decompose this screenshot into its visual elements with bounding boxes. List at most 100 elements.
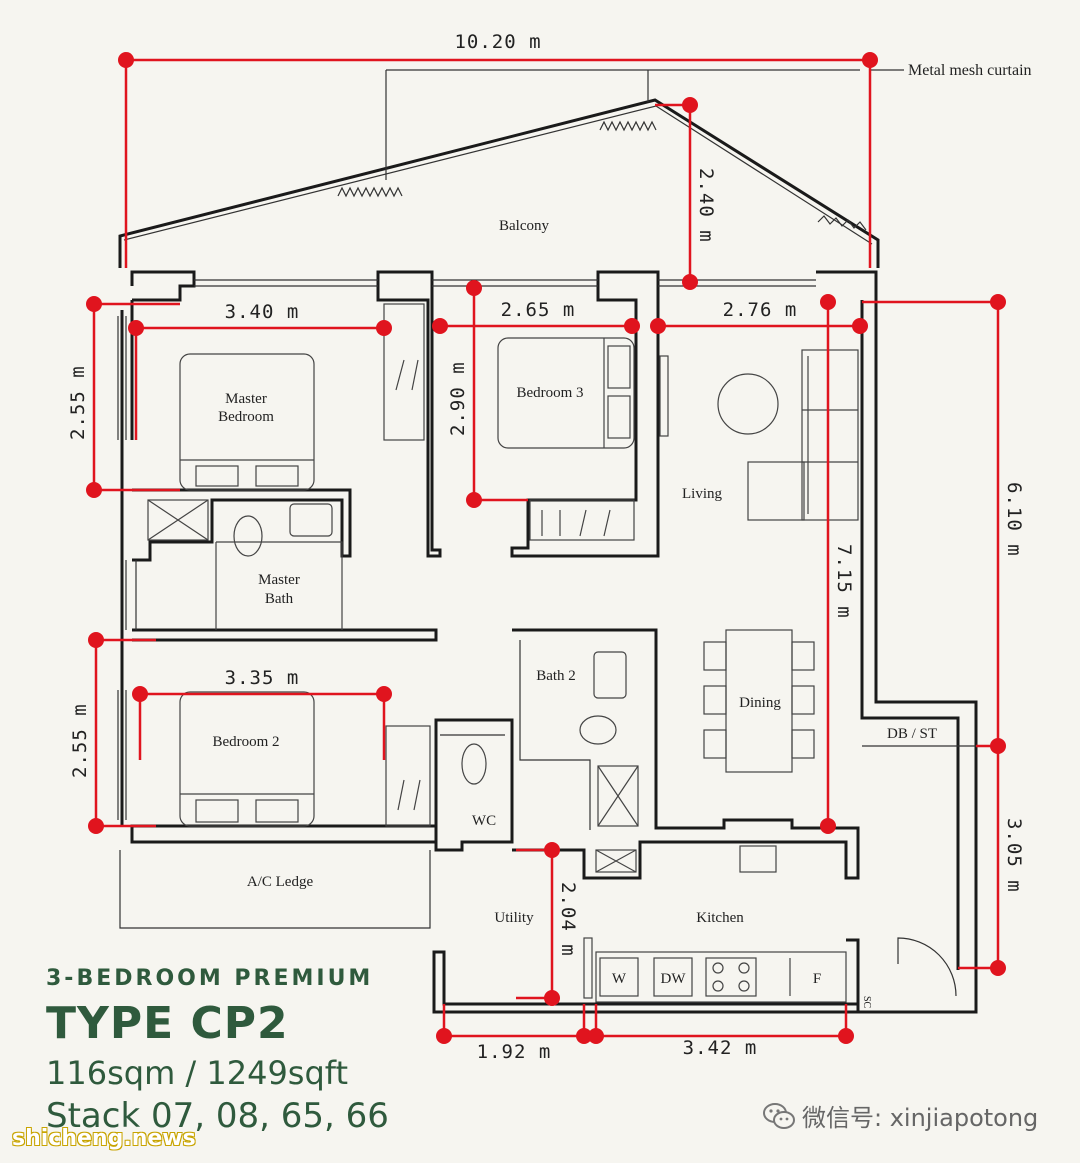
dimension-dot (432, 318, 448, 334)
sc-label: SC (861, 996, 872, 1009)
bedroom3-wardrobe (529, 499, 635, 541)
master-wardrobe (383, 303, 425, 441)
tv-console (659, 355, 669, 437)
wechat-label: 微信号: xinjiapotong (802, 1104, 1039, 1132)
master-bed (179, 353, 315, 491)
dimension-dot (990, 294, 1006, 310)
bedroom2-bed (179, 691, 315, 827)
dishwasher-label: DW (661, 971, 687, 987)
dimension-dot (852, 318, 868, 334)
dining-label: Dining (739, 695, 781, 711)
master-bath-label-line2: Bath (265, 591, 294, 607)
armchair (747, 461, 805, 521)
dimension-dot (576, 1028, 592, 1044)
coffee-table (717, 373, 779, 435)
unit-type-title: TYPE CP2 (46, 998, 289, 1049)
dimension-dots (86, 52, 1006, 1044)
dimension-dot (862, 52, 878, 68)
dimension-dot (544, 990, 560, 1006)
dim-living-depth: 7.15 m (833, 544, 855, 619)
wc-label: WC (472, 813, 496, 829)
toilet-icon (579, 715, 617, 745)
shower-tray (597, 765, 639, 827)
fridge-label: F (813, 971, 821, 987)
washer-label: W (612, 971, 627, 987)
dimension-dot (86, 482, 102, 498)
site-watermark: shicheng.news (12, 1126, 196, 1151)
basin-icon (289, 503, 333, 537)
dimension-dot (650, 318, 666, 334)
master-bedroom-label-line1: Master (225, 391, 267, 407)
unit-stacks: Stack 07, 08, 65, 66 (46, 1096, 389, 1136)
bedroom3-label: Bedroom 3 (516, 385, 583, 401)
dimension-dot (990, 960, 1006, 976)
dimension-dot (466, 280, 482, 296)
dim-bed3-depth: 2.90 m (447, 361, 469, 436)
unit-area: 116sqm / 1249sqft (46, 1054, 349, 1092)
dimension-labels: 10.20 m 2.40 m 3.40 m 2.65 m 2.76 m 2.55… (67, 31, 1025, 1063)
kitchen-sink (739, 845, 777, 873)
room-labels: Balcony Master Bedroom Bedroom 3 Living … (212, 62, 1031, 1009)
wechat-icon (763, 1102, 795, 1129)
dimension-dot (682, 97, 698, 113)
kitchen-label: Kitchen (696, 910, 744, 926)
dimension-dot (376, 320, 392, 336)
dimension-dot (436, 1028, 452, 1044)
dim-right-upper: 6.10 m (1003, 482, 1025, 557)
metal-mesh-label: Metal mesh curtain (908, 62, 1032, 79)
dimension-dot (88, 818, 104, 834)
furniture (147, 303, 859, 1003)
basin-icon (593, 651, 627, 699)
dimension-dot (838, 1028, 854, 1044)
dimension-dot (88, 632, 104, 648)
dimension-dot (132, 686, 148, 702)
dim-bed2-depth: 2.55 m (69, 703, 91, 778)
master-bath-label-line1: Master (258, 572, 300, 588)
walls (117, 69, 978, 1014)
dimension-dot (820, 818, 836, 834)
bedroom3-pillow (607, 345, 631, 389)
dim-kitchen-width: 3.42 m (683, 1037, 758, 1059)
dimension-dot (820, 294, 836, 310)
dim-right-lower: 3.05 m (1003, 818, 1025, 893)
toilet-icon (461, 743, 487, 785)
dim-master-width: 3.40 m (225, 301, 300, 323)
bedroom3-pillow (607, 395, 631, 439)
dim-master-depth: 2.55 m (67, 365, 89, 440)
dim-living-width: 2.76 m (723, 299, 798, 321)
kitchen-counter (595, 951, 847, 1003)
bedroom2-wardrobe (385, 725, 431, 827)
bedroom3-bed (497, 337, 635, 449)
balcony-label: Balcony (499, 218, 549, 234)
dimension-dot (588, 1028, 604, 1044)
ac-ledge-label: A/C Ledge (247, 874, 314, 890)
dim-bed2-width: 3.35 m (225, 667, 300, 689)
wechat-account: 微信号: xinjiapotong (762, 1098, 1038, 1133)
dim-bed3-width: 2.65 m (501, 299, 576, 321)
dimension-dot (682, 274, 698, 290)
dim-utility-depth: 2.04 m (557, 882, 579, 957)
db-st-label: DB / ST (887, 726, 937, 742)
dim-balcony-depth: 2.40 m (695, 168, 717, 243)
master-bedroom-label-line2: Bedroom (218, 409, 274, 425)
dimension-dot (990, 738, 1006, 754)
bath2-label: Bath 2 (536, 668, 576, 684)
dimension-dot (376, 686, 392, 702)
master-pillow (255, 465, 299, 487)
living-label: Living (682, 486, 722, 502)
dim-utility-width: 1.92 m (477, 1041, 552, 1063)
dimension-dot (128, 320, 144, 336)
unit-category: 3-BEDROOM PREMIUM (46, 966, 374, 991)
dim-overall-width: 10.20 m (454, 31, 541, 53)
sofa (801, 349, 859, 521)
utility-label: Utility (494, 910, 534, 926)
toilet-icon (233, 515, 263, 557)
dimension-dot (544, 842, 560, 858)
dimension-dot (118, 52, 134, 68)
dimension-dot (624, 318, 640, 334)
master-pillow (195, 465, 239, 487)
dimension-dot (86, 296, 102, 312)
bedroom2-label: Bedroom 2 (212, 734, 279, 750)
shower-tray (147, 499, 209, 541)
